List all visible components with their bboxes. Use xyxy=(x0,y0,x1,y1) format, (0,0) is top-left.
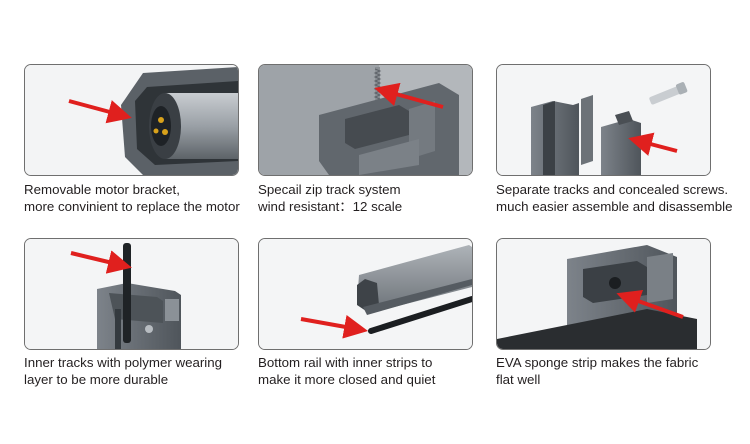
feature-caption-2: Specail zip track system wind resistant：… xyxy=(258,182,402,215)
feature-caption-1: Removable motor bracket, more convinient… xyxy=(24,182,240,215)
feature-caption-4: Inner tracks with polymer wearing layer … xyxy=(24,355,222,388)
caption-line: Removable motor bracket, xyxy=(24,182,180,197)
caption-line: layer to be more durable xyxy=(24,371,169,387)
caption-line: Specail zip track system xyxy=(258,182,401,197)
bottom-rail-illustration xyxy=(259,239,472,349)
feature-caption-6: EVA sponge strip makes the fabric flat w… xyxy=(496,355,698,388)
eva-strip-illustration xyxy=(497,239,710,349)
feature-card-inner-tracks xyxy=(24,238,239,350)
caption-line: Separate tracks and concealed screws. xyxy=(496,182,729,197)
caption-line: Bottom rail with inner strips to xyxy=(258,355,433,370)
motor-bracket-illustration xyxy=(25,65,238,175)
feature-caption-5: Bottom rail with inner strips to make it… xyxy=(258,355,435,388)
caption-line: flat well xyxy=(496,371,541,387)
caption-line: much easier assemble and disassemble xyxy=(496,198,733,214)
arrow-icon xyxy=(300,314,369,339)
feature-card-bottom-rail xyxy=(258,238,473,350)
arrow-icon xyxy=(68,99,132,124)
arrow-icon xyxy=(628,132,678,156)
separate-tracks-illustration xyxy=(497,65,710,175)
feature-card-eva-strip xyxy=(496,238,711,350)
caption-line: more convinient to replace the motor xyxy=(24,198,240,214)
caption-line: Inner tracks with polymer wearing xyxy=(24,355,223,370)
feature-card-motor-bracket xyxy=(24,64,239,176)
caption-line: make it more closed and quiet xyxy=(258,371,436,387)
arrow-icon xyxy=(616,290,684,319)
feature-card-zip-track xyxy=(258,64,473,176)
feature-caption-3: Separate tracks and concealed screws. mu… xyxy=(496,182,733,215)
feature-card-separate-tracks xyxy=(496,64,711,176)
caption-line: wind resistant：12 scale xyxy=(258,198,403,214)
caption-line: EVA sponge strip makes the fabric xyxy=(496,355,699,370)
zip-track-illustration xyxy=(259,65,472,175)
inner-track-illustration xyxy=(25,239,238,349)
arrow-icon xyxy=(374,82,444,109)
arrow-icon xyxy=(70,250,132,274)
